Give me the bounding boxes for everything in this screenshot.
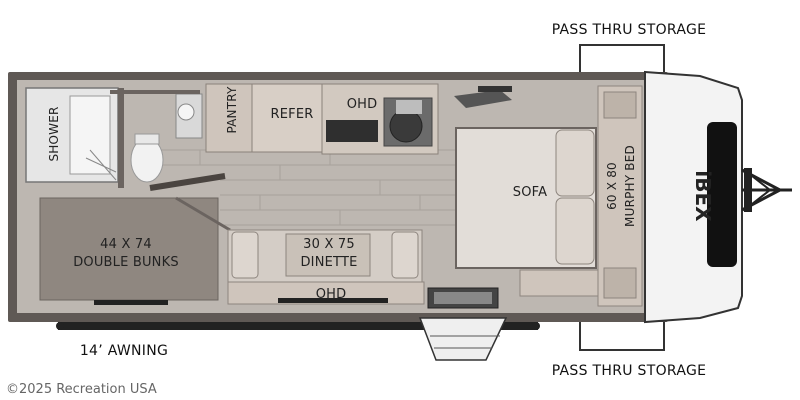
label-murphy-bed: MURPHY BED [623, 145, 637, 227]
label-murphy-size: 60 X 80 [605, 162, 619, 210]
label-dinette-size: 30 X 75 [303, 237, 355, 252]
ibex-logo: iBEX [691, 170, 715, 222]
dinette-seat-right [391, 231, 419, 279]
label-pass-thru-top: PASS THRU STORAGE [552, 22, 707, 38]
label-pantry: PANTRY [225, 86, 239, 134]
pantry [205, 83, 253, 153]
double-bunks [39, 197, 219, 301]
sofa-cushion-2 [555, 197, 595, 265]
label-awning: 14’ AWNING [80, 343, 168, 359]
label-dinette: DINETTE [300, 255, 357, 270]
label-bunks-size: 44 X 74 [100, 237, 152, 252]
entry-steps [418, 317, 508, 361]
pass-thru-storage-bottom [579, 319, 665, 351]
refrigerator [251, 83, 323, 153]
label-shower: SHOWER [47, 106, 61, 161]
dinette-table [285, 233, 371, 277]
microwave [326, 120, 378, 142]
label-double-bunks: DOUBLE BUNKS [73, 255, 179, 270]
front-window [707, 122, 737, 267]
kitchen-sink-icon [389, 109, 423, 143]
dinette-seat-left [231, 231, 259, 279]
label-pass-thru-bottom: PASS THRU STORAGE [552, 363, 707, 379]
pass-thru-storage-top [579, 44, 665, 76]
label-ohd-dinette: OHD [316, 287, 347, 302]
label-ohd-kitchen: OHD [347, 97, 378, 112]
sofa-cushion-1 [555, 129, 595, 197]
awning-rail [58, 322, 538, 330]
hitch-icon [741, 168, 792, 212]
copyright: ©2025 Recreation USA [6, 382, 157, 397]
toilet-icon [130, 137, 164, 183]
label-sofa: SOFA [513, 185, 547, 200]
label-refer: REFER [271, 107, 314, 122]
